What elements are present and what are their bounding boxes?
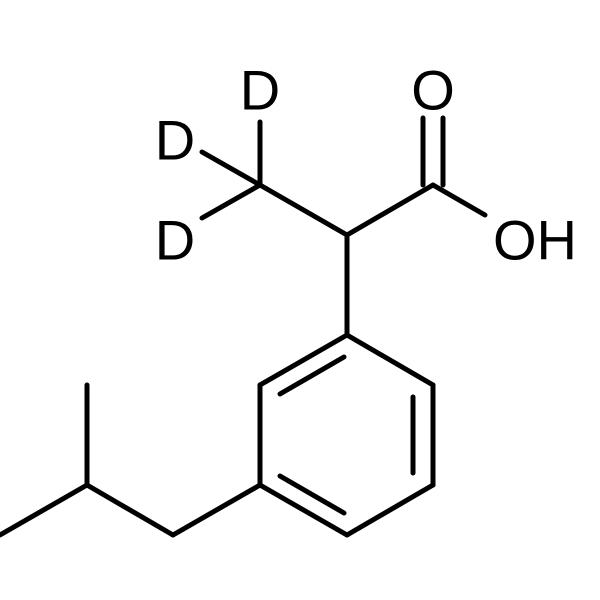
cd3-to-d-bottom-bond — [199, 182, 263, 221]
ring-double-bond-bottom-left — [277, 473, 347, 516]
deuterium-top-label: D — [240, 59, 280, 122]
ring-bond-bottom-left — [257, 482, 350, 538]
deuterium-left-label: D — [155, 109, 195, 172]
ring-bond-bottom-right — [344, 482, 436, 538]
deuterium-bottom-label: D — [155, 209, 195, 272]
ring-to-ch2-bond — [170, 482, 263, 538]
ch2-to-ch-bond — [84, 482, 176, 538]
ring-bond-top-right — [344, 332, 436, 388]
alpha-carbon-to-cd3-bond — [257, 182, 350, 238]
ch-to-methyl-left-bond — [0, 482, 90, 538]
ring-bond-top-left — [257, 332, 350, 388]
alpha-carbon-to-carboxyl-bond — [344, 182, 436, 238]
hydroxyl-label: OH — [493, 209, 577, 272]
cd3-to-d-left-bond — [199, 149, 263, 188]
ring-double-bond-top-left — [277, 354, 347, 397]
carboxyl-to-hydroxyl-bond — [430, 182, 488, 218]
carbonyl-oxygen-label: O — [411, 59, 455, 122]
